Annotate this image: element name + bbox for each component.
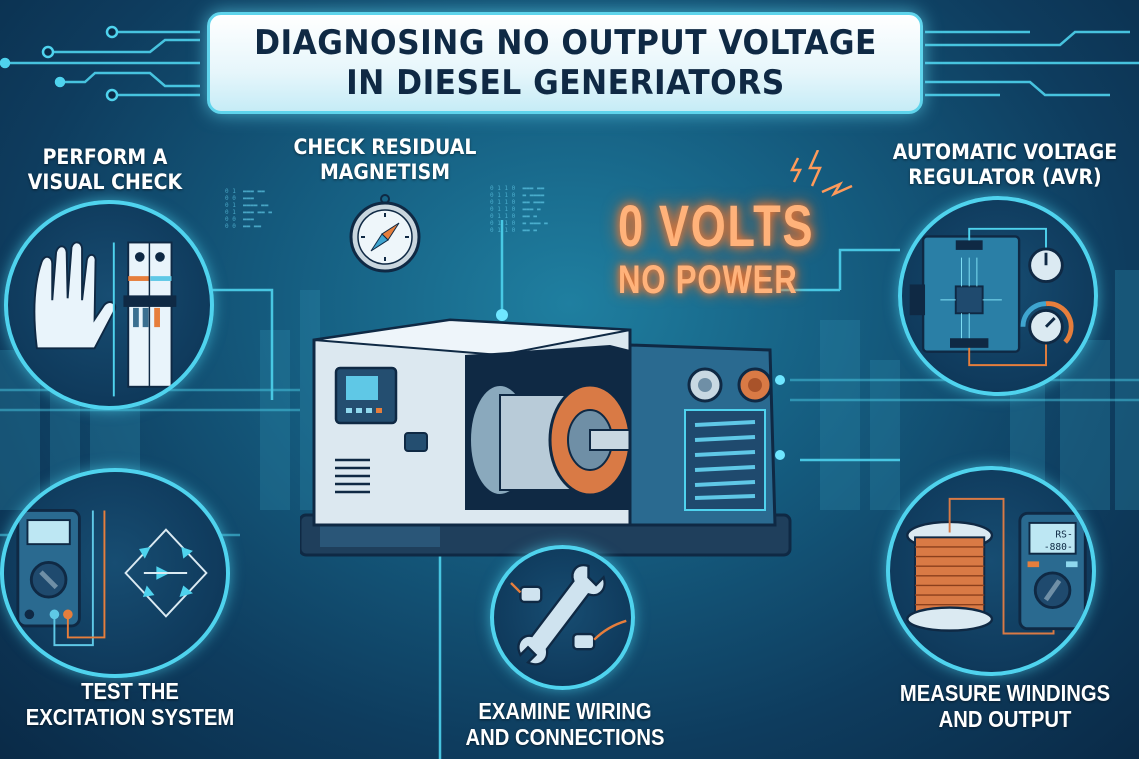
- step-label-avr: AUTOMATIC VOLTAGE REGULATOR (AVR): [892, 140, 1118, 189]
- title-banner: DIAGNOSING NO OUTPUT VOLTAGE IN DIESEL G…: [207, 12, 923, 114]
- step-label-visual-check: PERFORM A VISUAL CHECK: [27, 145, 183, 194]
- hand-and-circuit-breaker-icon: [33, 241, 177, 397]
- coil-and-multimeter-icon: RS- -880-: [906, 497, 1087, 635]
- step-circle-windings: RS- -880-: [886, 466, 1096, 676]
- step-label-excitation: TEST THE EXCITATION SYSTEM: [25, 678, 235, 730]
- step-label-wiring: EXAMINE WIRING AND CONNECTIONS: [465, 698, 665, 750]
- wrench-and-connectors-icon: [510, 564, 627, 666]
- multimeter-display-line-1: RS-: [1055, 529, 1072, 540]
- step-label-windings: MEASURE WINDINGS AND OUTPUT: [899, 680, 1111, 732]
- spark-icon: [789, 150, 853, 197]
- step-label-residual-magnetism: CHECK RESIDUAL MAGNETISM: [293, 135, 477, 184]
- title-line-2: IN DIESEL GENERIATORS: [345, 63, 785, 103]
- no-power-warning: NO POWER: [618, 258, 798, 302]
- step-circle-excitation: [0, 468, 230, 678]
- circuit-board-with-knobs-icon: [909, 227, 1074, 367]
- diesel-generator-illustration: [300, 318, 792, 557]
- zero-volts-warning: 0 VOLTS: [618, 194, 815, 259]
- title-line-1: DIAGNOSING NO OUTPUT VOLTAGE: [253, 23, 877, 63]
- multimeter-display-line-2: -880-: [1044, 542, 1073, 553]
- multimeter-and-diode-bridge-icon: [16, 509, 208, 647]
- step-circle-avr: [898, 196, 1098, 396]
- code-snippet-right: 0 1 1 0 ▬▬▬ ▬▬0 1 1 0 ▬ ▬▬▬▬0 1 1 0 ▬▬ ▬…: [490, 185, 548, 234]
- step-circle-visual-check: [4, 200, 214, 410]
- code-snippet-left: 0 1 ▬▬▬ ▬▬0 0 ▬▬▬0 1 ▬▬▬▬ ▬▬0 1 ▬▬▬ ▬▬ ▬…: [225, 188, 272, 230]
- step-circle-wiring: [490, 545, 635, 690]
- compass-icon: [349, 194, 421, 273]
